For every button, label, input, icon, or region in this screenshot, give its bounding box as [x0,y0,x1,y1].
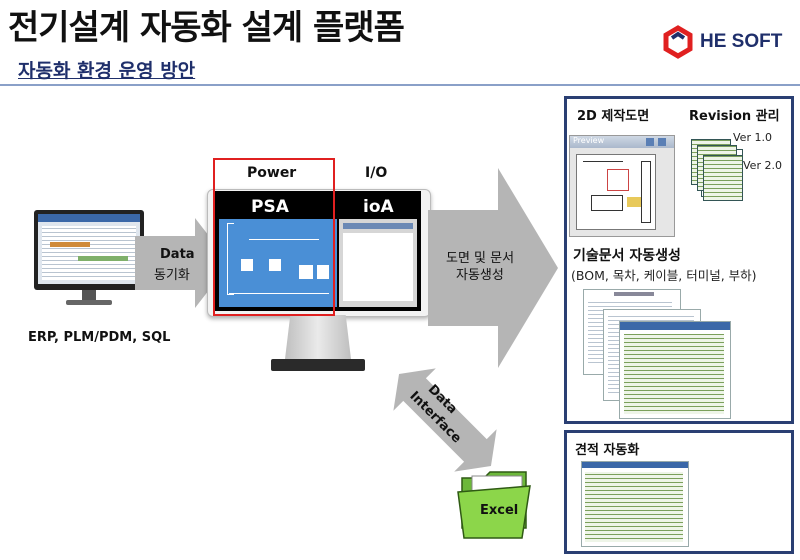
erp-monitor [34,210,144,308]
power-label: Power [247,165,297,181]
psa-label: PSA [251,197,289,217]
main-monitor: PSA ioA [207,183,431,383]
drawing-title: 2D 제작도면 [577,109,650,124]
version-2-label: Ver 2.0 [743,159,782,172]
revision-title: Revision 관리 [689,109,780,124]
erp-system-label: ERP, PLM/PDM, SQL [28,330,171,345]
logo-text: HE SOFT [700,31,783,52]
data-sync-arrow [135,218,230,308]
docs-items: (BOM, 목차, 케이블, 터미널, 부하) [571,268,757,283]
page-title: 전기설계 자동화 설계 플랫폼 [8,8,405,48]
sync-arrow-label-1: Data [160,247,195,262]
io-label: I/O [365,165,388,181]
data-interface-arrow [393,368,497,472]
ioa-screen [339,219,417,307]
drawing-preview-window: Preview [569,135,675,237]
header-divider [0,84,800,86]
logo-mark-icon [663,25,693,59]
docs-title: 기술문서 자동생성 [573,248,681,264]
excel-label: Excel [480,503,519,518]
ioa-label: ioA [363,197,394,217]
sync-arrow-label-2: 동기화 [154,268,190,283]
company-logo: HE SOFT [660,22,800,62]
doc-sheet-3 [619,321,731,419]
version-1-label: Ver 1.0 [733,131,772,144]
revision-doc-b [703,155,743,201]
excel-folder-icon [457,471,531,539]
document-generation-arrow [428,168,558,368]
psa-screen [219,219,337,307]
big-arrow-label-2: 자동생성 [456,268,504,283]
estimate-title: 견적 자동화 [575,443,640,458]
estimate-panel: 견적 자동화 [564,430,794,554]
estimate-sheet [581,461,689,547]
power-highlight-box [213,158,335,316]
big-arrow-label-1: 도면 및 문서 [446,251,515,266]
outputs-panel: 2D 제작도면 Revision 관리 Preview Ver 1.0 Ver … [564,96,794,424]
page-subtitle: 자동화 환경 운영 방안 [18,60,196,82]
